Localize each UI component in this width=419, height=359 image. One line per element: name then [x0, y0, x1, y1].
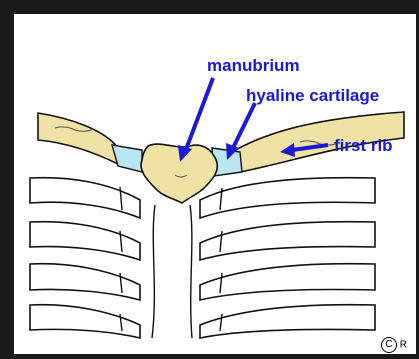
- first-rib-label: first rib: [334, 137, 393, 154]
- copyright-text: R: [400, 340, 407, 351]
- copyright-symbol: C: [381, 337, 397, 353]
- left-first-rib: [38, 113, 120, 165]
- copyright-mark: C R: [381, 337, 407, 353]
- manubrium-label: manubrium: [207, 57, 300, 74]
- left-lower-ribs: [30, 178, 140, 338]
- hyaline-cartilage-label: hyaline cartilage: [246, 87, 379, 104]
- left-hyaline-cartilage: [112, 145, 142, 172]
- right-lower-ribs: [200, 178, 375, 338]
